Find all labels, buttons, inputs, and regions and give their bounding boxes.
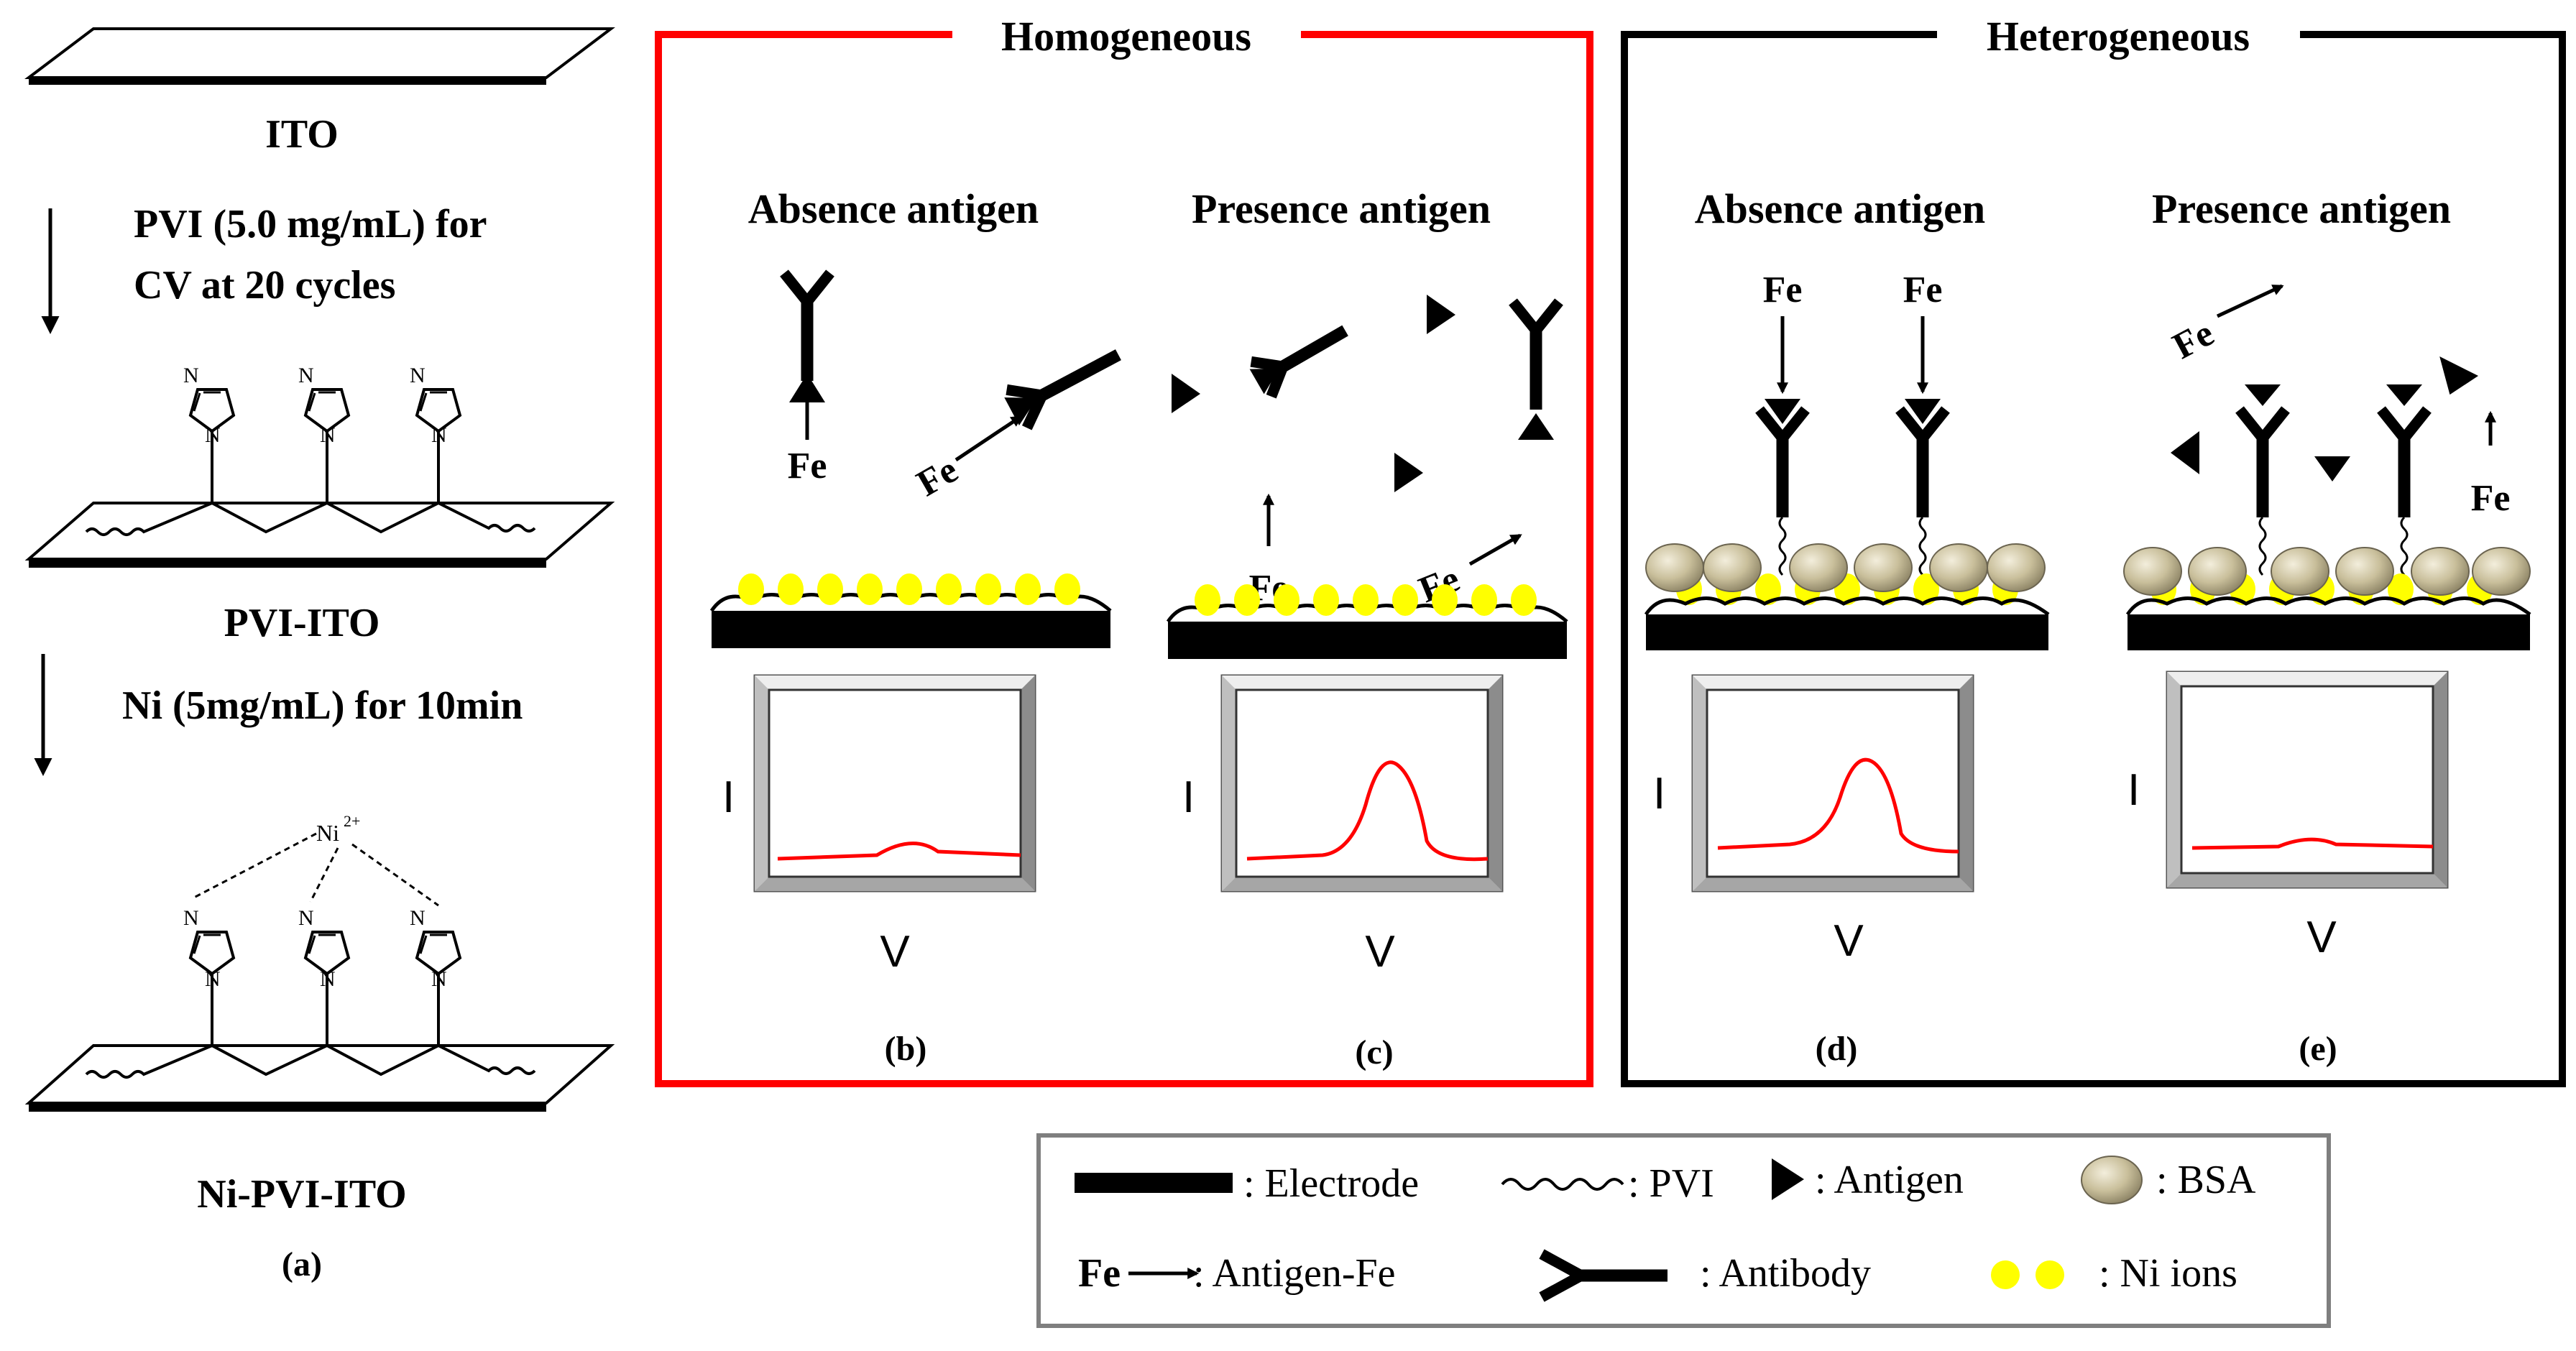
svg-text:N: N — [183, 364, 199, 387]
svg-text:Fe: Fe — [1763, 269, 1803, 310]
step1-line2: CV at 20 cycles — [134, 263, 395, 308]
svg-text:V: V — [1834, 916, 1864, 966]
heterogeneous-box: Heterogeneous Absence antigen Presence a… — [1621, 13, 2566, 1087]
svg-text:N: N — [298, 906, 314, 930]
homo-absence-title: Absence antigen — [748, 185, 1039, 232]
pvi-ito-structure: N N N N N N — [24, 364, 615, 568]
legend-bsa-swatch — [2081, 1156, 2143, 1204]
legend-antigen-fe: : Antigen-Fe — [1193, 1251, 1396, 1296]
presence-solution-e: Fe Fe — [2166, 284, 2511, 576]
panel-a-tag: (a) — [282, 1245, 322, 1283]
ni-pvi-ito-structure: Ni 2+ N N N N N N — [24, 812, 615, 1112]
antibody-with-antigen-fe: Fe — [784, 273, 830, 487]
legend-antibody: : Antibody — [1700, 1251, 1871, 1296]
legend-fe: Fe — [1078, 1251, 1121, 1296]
svg-text:I: I — [1653, 769, 1665, 819]
panel-d-tag: (d) — [1816, 1030, 1858, 1068]
svg-text:N: N — [431, 967, 447, 991]
homogeneous-box: Homogeneous Absence antigen Presence ant… — [655, 13, 1593, 1087]
panel-b-tag: (b) — [885, 1030, 927, 1068]
svg-text:N: N — [205, 423, 221, 447]
hetero-presence-title: Presence antigen — [2152, 185, 2451, 232]
legend: : Electrode : PVI : Antigen : BSA Fe : A… — [1036, 1133, 2331, 1328]
panel-e-tag: (e) — [2299, 1030, 2337, 1068]
presence-solution-c: Fe Fe — [1172, 295, 1559, 611]
electrode-b — [709, 573, 1112, 648]
step1-line1: PVI (5.0 mg/mL) for — [134, 202, 487, 246]
legend-electrode: : Electrode — [1243, 1161, 1419, 1206]
homogeneous-title: Homogeneous — [1001, 13, 1251, 60]
svg-text:Fe: Fe — [788, 446, 827, 487]
legend-ni-swatch-2 — [2036, 1260, 2064, 1289]
svg-text:I: I — [1182, 773, 1195, 822]
legend-pvi: : PVI — [1628, 1161, 1714, 1206]
panel-a: ITO PVI (5.0 mg/mL) for CV at 20 cycles … — [24, 27, 615, 1283]
antigen-fe-complex: Fe — [910, 349, 1121, 504]
step2-label: Ni (5mg/mL) for 10min — [122, 683, 523, 728]
svg-text:2+: 2+ — [344, 812, 360, 830]
nickel-ion: Ni — [316, 820, 339, 846]
svg-text:N: N — [410, 364, 426, 387]
legend-ni-ions: : Ni ions — [2099, 1251, 2237, 1296]
bsa-layer-e — [2123, 547, 2531, 596]
plot-d: I V — [1653, 674, 1974, 966]
ito-label: ITO — [265, 112, 339, 157]
hetero-absence-title: Absence antigen — [1695, 185, 1985, 232]
svg-text:N: N — [320, 967, 336, 991]
svg-text:N: N — [205, 967, 221, 991]
svg-text:Fe: Fe — [1903, 269, 1943, 310]
immobilized-antibodies-d: Fe Fe — [1760, 269, 1946, 576]
panel-c-tag: (c) — [1355, 1033, 1393, 1071]
legend-ni-swatch-1 — [1991, 1260, 2020, 1289]
pvi-ito-label: PVI-ITO — [224, 601, 380, 645]
electrode-c — [1166, 584, 1568, 659]
legend-electrode-swatch — [1075, 1173, 1233, 1193]
electrode-d — [1644, 543, 2050, 650]
legend-pvi-swatch — [1501, 1178, 1624, 1191]
legend-antigen-swatch — [1772, 1158, 1804, 1200]
bsa-layer-d — [1645, 543, 2046, 592]
ito-slab — [24, 27, 615, 85]
electrode-e — [2123, 547, 2531, 650]
legend-antigen: : Antigen — [1815, 1158, 1964, 1202]
svg-text:I: I — [2128, 765, 2140, 815]
heterogeneous-title: Heterogeneous — [1987, 13, 2250, 60]
plot-e: I V — [2128, 670, 2449, 962]
plot-b: I V — [722, 674, 1036, 977]
svg-text:N: N — [431, 423, 447, 447]
svg-text:N: N — [320, 423, 336, 447]
svg-text:N: N — [410, 906, 426, 930]
svg-text:N: N — [183, 906, 199, 930]
svg-text:N: N — [298, 364, 314, 387]
plot-c: I V — [1182, 674, 1504, 977]
svg-text:Fe: Fe — [2471, 478, 2511, 519]
svg-text:V: V — [1365, 927, 1395, 977]
homo-presence-title: Presence antigen — [1192, 185, 1491, 232]
svg-text:Fe: Fe — [2166, 313, 2220, 367]
legend-antibody-swatch — [1539, 1249, 1668, 1302]
ni-pvi-ito-label: Ni-PVI-ITO — [197, 1172, 406, 1217]
svg-text:I: I — [722, 773, 735, 822]
svg-text:V: V — [880, 927, 910, 977]
legend-bsa: : BSA — [2156, 1158, 2256, 1202]
svg-text:V: V — [2306, 913, 2337, 962]
